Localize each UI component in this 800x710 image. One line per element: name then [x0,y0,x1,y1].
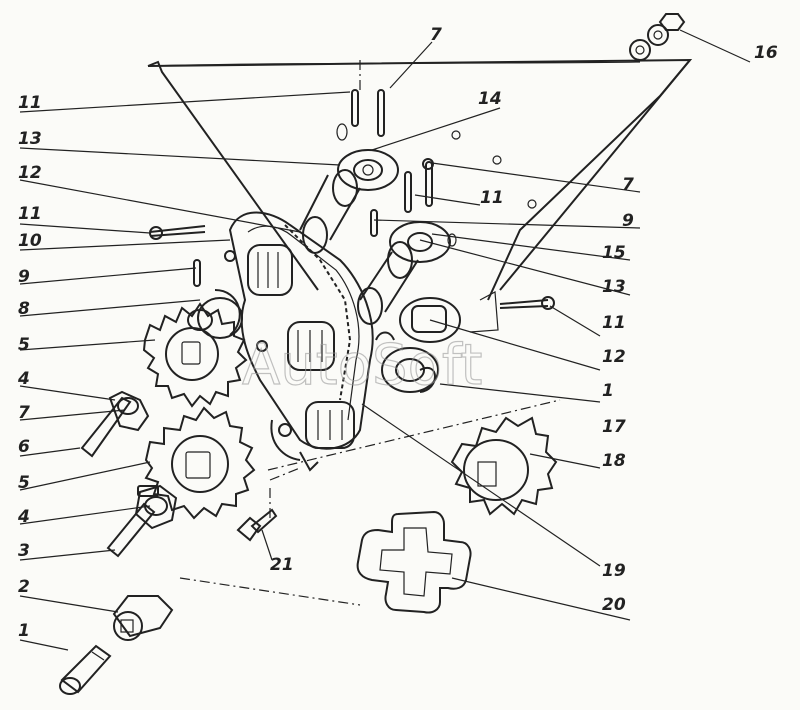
upper-left-gear [142,289,248,408]
callout-14: 14 [478,89,502,109]
right-gear [450,416,558,516]
callout-21: 21 [270,555,294,575]
callout-18: 18 [602,451,626,471]
axis-lines [179,60,561,606]
washer-stack [629,13,686,61]
callout-9-right: 9 [622,211,634,231]
callout-16: 16 [754,43,778,63]
callout-12-a: 12 [18,163,42,183]
pins [149,89,555,310]
callout-4-a: 4 [17,369,30,389]
callout-20: 20 [602,595,626,615]
callout-labels: 16 7 11 14 13 12 7 11 11 9 10 15 9 13 8 … [17,25,778,641]
callout-12-b: 12 [602,347,626,367]
callout-1-right: 1 [602,381,614,401]
callout-11-mid: 11 [480,188,504,208]
chain-case [224,211,374,472]
callout-11-b: 11 [18,204,42,224]
callout-7-right: 7 [622,175,634,195]
callout-5-a: 5 [18,335,30,355]
upper-left-shaft [80,390,150,458]
lower-left-shaft [106,484,178,558]
right-cam-parts [375,297,461,393]
upper-shafts [299,149,451,325]
bolt [236,508,278,542]
callout-10: 10 [18,231,42,251]
callout-17: 17 [602,417,626,437]
coupling-parts [59,595,174,695]
callout-19: 19 [602,561,626,581]
callout-6: 6 [18,437,30,457]
callout-9-left: 9 [18,267,30,287]
callout-8: 8 [18,299,30,319]
watermark: AutoSoft [242,333,483,398]
callout-7-left: 7 [18,403,30,423]
callout-3: 3 [18,541,30,561]
callout-2: 2 [18,577,30,597]
callout-4-b: 4 [17,507,30,527]
callout-5-b: 5 [18,473,30,493]
cross-coupling [356,510,472,614]
callout-1-left: 1 [18,621,30,641]
callout-7-top: 7 [430,25,442,45]
callout-13-a: 13 [18,129,42,149]
leader-lines [19,29,751,651]
lower-left-gear [144,406,256,520]
callout-13-b: 13 [602,277,626,297]
callout-11-c: 11 [602,313,626,333]
upper-bracket [147,58,693,333]
callout-11-a: 11 [18,93,42,113]
callout-15: 15 [602,243,626,263]
